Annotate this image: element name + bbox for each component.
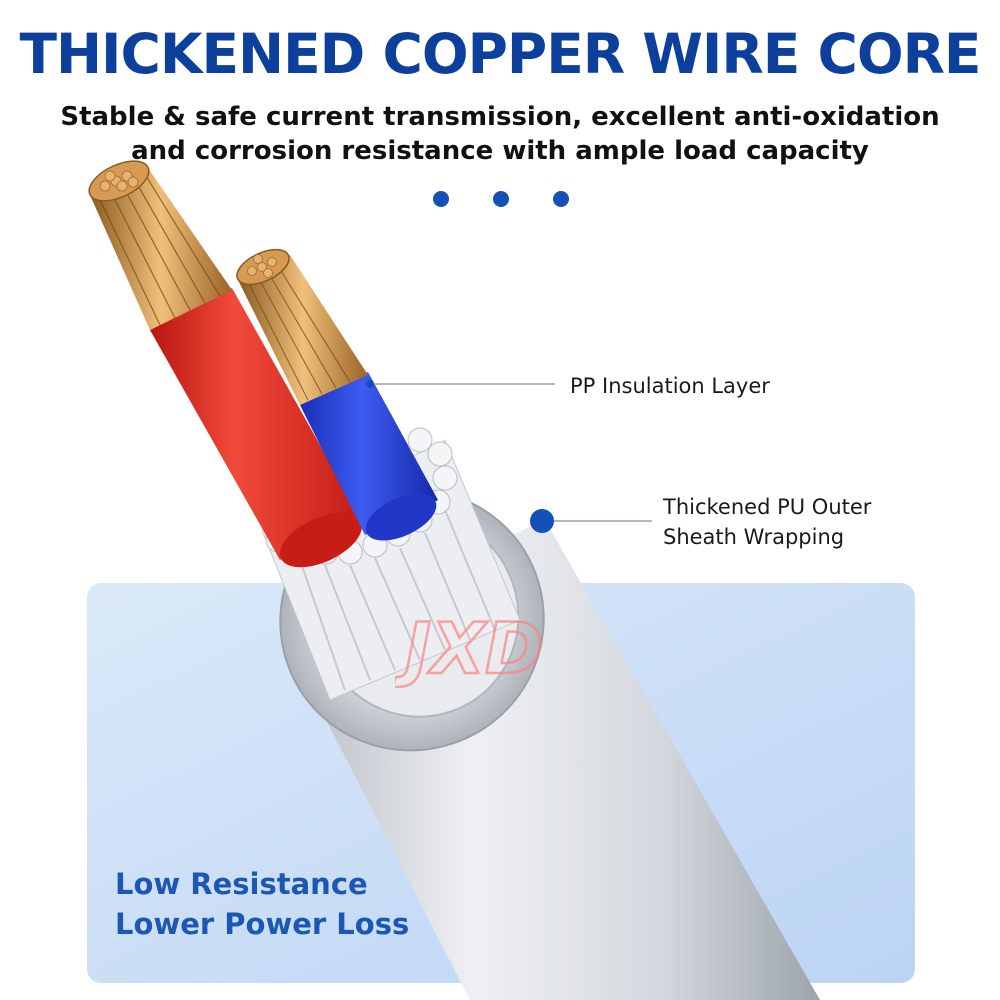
dot-3 — [553, 191, 569, 207]
claim-lower-power-loss: Lower Power Loss — [115, 907, 410, 941]
subtitle-line-2: and corrosion resistance with ample load… — [131, 136, 869, 166]
brand-watermark-logo: JXD — [395, 608, 544, 688]
claim-low-resistance: Low Resistance — [115, 867, 368, 901]
pu-sheath-label-line-2: Sheath Wrapping — [663, 525, 845, 549]
red-insulated-wire — [88, 160, 362, 568]
decorative-dots — [433, 191, 573, 207]
page-title: THICKENED COPPER WIRE CORE — [19, 22, 981, 86]
callout-pp-insulation — [366, 380, 555, 388]
pp-insulation-label: PP Insulation Layer — [570, 374, 770, 398]
callout-pu-sheath — [530, 509, 652, 533]
dot-1 — [433, 191, 449, 207]
svg-text:JXD: JXD — [395, 608, 543, 688]
page-subtitle: Stable & safe current transmission, exce… — [0, 100, 1000, 168]
pu-sheath-label-line-1: Thickened PU Outer — [663, 495, 872, 519]
subtitle-line-1: Stable & safe current transmission, exce… — [60, 102, 940, 132]
dot-2 — [493, 191, 509, 207]
feature-claims: Low Resistance Lower Power Loss — [115, 864, 535, 944]
pu-sheath-label: Thickened PU Outer Sheath Wrapping — [663, 492, 963, 552]
blue-insulated-wire — [236, 248, 438, 541]
